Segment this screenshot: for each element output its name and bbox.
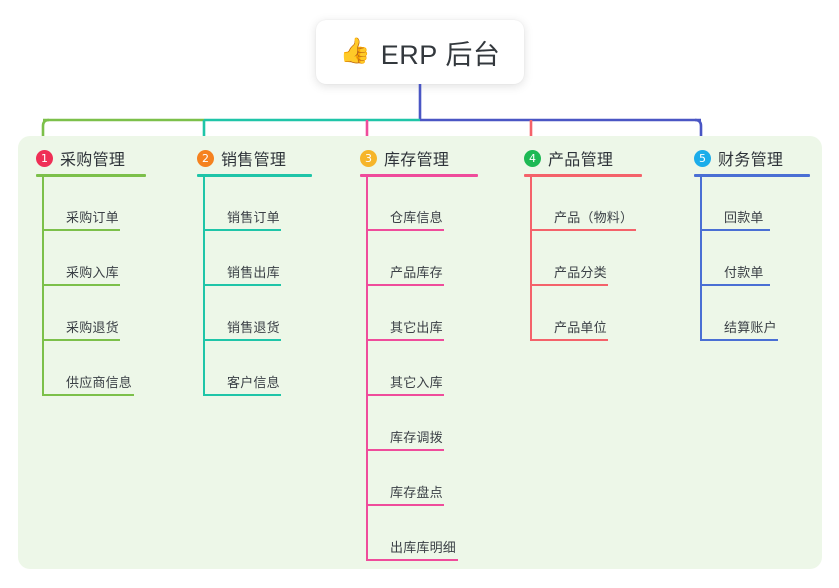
list-item-label: 产品单位 bbox=[554, 320, 607, 335]
list-item-underline bbox=[700, 339, 778, 341]
column-underline bbox=[360, 174, 478, 177]
column-spine bbox=[700, 174, 702, 341]
list-item-label: 产品（物料） bbox=[554, 210, 634, 225]
list-item-label: 销售退货 bbox=[227, 320, 280, 335]
column-underline bbox=[694, 174, 810, 177]
column-title-label: 财务管理 bbox=[718, 152, 784, 169]
list-item-label: 其它出库 bbox=[390, 320, 443, 335]
column-header-3[interactable]: 3 库存管理 bbox=[360, 146, 449, 170]
column-title-label: 库存管理 bbox=[384, 152, 450, 169]
root-node-card[interactable]: 👍 ERP 后台 bbox=[316, 20, 524, 84]
mindmap-panel: 1 采购管理采购订单采购入库采购退货供应商信息 2 销售管理销售订单销售出库销售退货客… bbox=[18, 136, 822, 569]
connector-segment bbox=[41, 126, 45, 137]
list-item-underline bbox=[42, 284, 120, 286]
list-item-underline bbox=[366, 339, 444, 341]
connector-segment bbox=[694, 118, 703, 127]
column-title-label: 产品管理 bbox=[548, 152, 614, 169]
list-item[interactable]: 产品分类 bbox=[530, 256, 608, 286]
list-item-underline bbox=[530, 284, 608, 286]
list-item[interactable]: 产品单位 bbox=[530, 311, 608, 341]
list-item-underline bbox=[530, 339, 608, 341]
list-item-label: 结算账户 bbox=[724, 320, 777, 335]
list-item-label: 产品分类 bbox=[554, 265, 607, 280]
column-header-1[interactable]: 1 采购管理 bbox=[36, 146, 125, 170]
column-underline bbox=[197, 174, 312, 177]
root-node-title: ERP 后台 bbox=[380, 39, 501, 70]
column-underline bbox=[36, 174, 146, 177]
column-spine bbox=[366, 174, 368, 561]
list-item-label: 库存调拨 bbox=[390, 430, 443, 445]
list-item-underline bbox=[700, 229, 770, 231]
column-spine bbox=[530, 174, 532, 341]
list-item-underline bbox=[530, 229, 636, 231]
column-header-4[interactable]: 4 产品管理 bbox=[524, 146, 613, 170]
column-underline bbox=[524, 174, 642, 177]
column-badge-2: 2 bbox=[197, 149, 214, 167]
list-item-underline bbox=[203, 394, 281, 396]
list-item-label: 产品库存 bbox=[390, 265, 443, 280]
list-item-underline bbox=[366, 559, 458, 561]
list-item-underline bbox=[203, 339, 281, 341]
list-item[interactable]: 采购入库 bbox=[42, 256, 120, 286]
list-item-label: 采购退货 bbox=[66, 320, 119, 335]
column-badge-3: 3 bbox=[360, 149, 377, 167]
list-item[interactable]: 库存盘点 bbox=[366, 476, 444, 506]
list-item-underline bbox=[366, 394, 444, 396]
list-item[interactable]: 回款单 bbox=[700, 201, 770, 231]
list-item-underline bbox=[366, 449, 444, 451]
list-item-underline bbox=[42, 339, 120, 341]
list-item[interactable]: 产品库存 bbox=[366, 256, 444, 286]
column-title-label: 销售管理 bbox=[221, 152, 287, 169]
list-item-underline bbox=[203, 229, 281, 231]
column-title-label: 采购管理 bbox=[60, 152, 126, 169]
list-item-label: 供应商信息 bbox=[66, 375, 133, 390]
list-item-label: 回款单 bbox=[724, 210, 764, 225]
connector-segment bbox=[41, 118, 50, 127]
column-badge-5: 5 bbox=[694, 149, 711, 167]
list-item-underline bbox=[366, 229, 444, 231]
list-item[interactable]: 产品（物料） bbox=[530, 201, 636, 231]
list-item[interactable]: 其它出库 bbox=[366, 311, 444, 341]
column-header-2[interactable]: 2 销售管理 bbox=[197, 146, 286, 170]
list-item[interactable]: 付款单 bbox=[700, 256, 770, 286]
list-item[interactable]: 销售出库 bbox=[203, 256, 281, 286]
list-item-underline bbox=[700, 284, 770, 286]
list-item[interactable]: 其它入库 bbox=[366, 366, 444, 396]
list-item-underline bbox=[203, 284, 281, 286]
list-item-label: 库存盘点 bbox=[390, 485, 443, 500]
list-item-underline bbox=[366, 504, 444, 506]
list-item[interactable]: 销售订单 bbox=[203, 201, 281, 231]
column-header-5[interactable]: 5 财务管理 bbox=[694, 146, 783, 170]
list-item-label: 销售出库 bbox=[227, 265, 280, 280]
column-badge-1: 1 bbox=[36, 149, 53, 167]
thumbs-up-icon: 👍 bbox=[339, 36, 371, 65]
list-item-label: 采购入库 bbox=[66, 265, 119, 280]
list-item-underline bbox=[366, 284, 444, 286]
list-item[interactable]: 客户信息 bbox=[203, 366, 281, 396]
list-item-label: 付款单 bbox=[724, 265, 764, 280]
list-item-label: 销售订单 bbox=[227, 210, 280, 225]
list-item-label: 其它入库 bbox=[390, 375, 443, 390]
list-item[interactable]: 出库库明细 bbox=[366, 531, 458, 561]
list-item[interactable]: 供应商信息 bbox=[42, 366, 134, 396]
list-item[interactable]: 仓库信息 bbox=[366, 201, 444, 231]
list-item-label: 采购订单 bbox=[66, 210, 119, 225]
list-item[interactable]: 采购订单 bbox=[42, 201, 120, 231]
list-item[interactable]: 销售退货 bbox=[203, 311, 281, 341]
list-item-label: 出库库明细 bbox=[390, 540, 457, 555]
list-item-underline bbox=[42, 394, 134, 396]
list-item[interactable]: 库存调拨 bbox=[366, 421, 444, 451]
list-item-label: 仓库信息 bbox=[390, 210, 443, 225]
column-badge-4: 4 bbox=[524, 149, 541, 167]
list-item[interactable]: 采购退货 bbox=[42, 311, 120, 341]
list-item-label: 客户信息 bbox=[227, 375, 280, 390]
list-item-underline bbox=[42, 229, 120, 231]
list-item[interactable]: 结算账户 bbox=[700, 311, 778, 341]
